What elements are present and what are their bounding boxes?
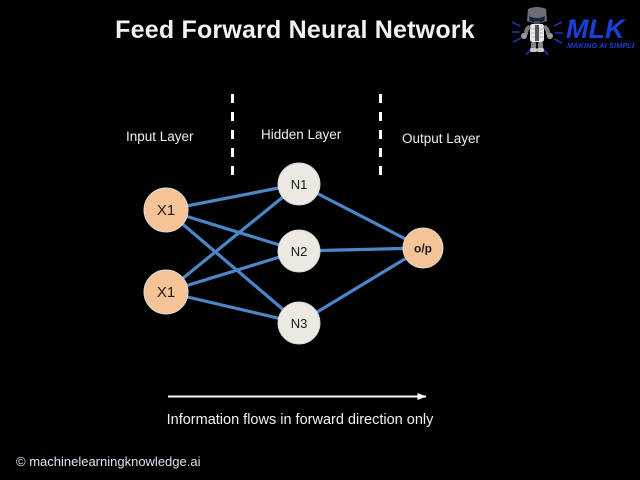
node-label-n2: N2 xyxy=(291,244,308,259)
edge-n1-out1 xyxy=(297,182,425,250)
node-out1[interactable]: o/p xyxy=(402,227,444,269)
node-circle-in2 xyxy=(143,269,189,315)
divider-hidden-output xyxy=(379,94,382,180)
flow-caption: Information flows in forward direction o… xyxy=(166,412,434,428)
node-label-in2: X1 xyxy=(157,284,175,301)
footer-copyright: © machinelearningknowledge.ai xyxy=(16,454,201,469)
edge-in2-n1 xyxy=(164,182,301,294)
edge-layer xyxy=(164,182,425,325)
node-n1[interactable]: N1 xyxy=(277,162,321,206)
logo-wordmark: MLK xyxy=(566,14,627,44)
layer-label-input: Input Layer xyxy=(126,129,194,144)
robot-mascot-icon xyxy=(521,7,553,52)
node-label-out1: o/p xyxy=(414,242,432,256)
edge-n3-out1 xyxy=(297,246,425,325)
node-circle-out1 xyxy=(402,227,444,269)
forward-flow-arrow xyxy=(168,393,427,400)
edge-in1-n1 xyxy=(164,182,301,212)
node-circle-in1 xyxy=(143,187,189,233)
node-circle-n1 xyxy=(277,162,321,206)
mlk-logo: MLK MAKING AI SIMPLE xyxy=(510,4,634,56)
edge-in1-n2 xyxy=(164,208,301,253)
edge-in1-n3 xyxy=(164,208,301,325)
node-circle-n3 xyxy=(277,301,321,345)
node-circle-n2 xyxy=(277,229,321,273)
node-n2[interactable]: N2 xyxy=(277,229,321,273)
edge-in2-n3 xyxy=(164,290,301,325)
node-label-in1: X1 xyxy=(157,202,175,219)
node-label-n3: N3 xyxy=(291,316,308,331)
page-title: Feed Forward Neural Network xyxy=(115,16,475,44)
node-in2[interactable]: X1 xyxy=(143,269,189,315)
edge-in2-n2 xyxy=(164,249,301,294)
layer-label-output: Output Layer xyxy=(402,131,481,146)
divider-input-hidden xyxy=(231,94,234,180)
node-label-n1: N1 xyxy=(291,177,308,192)
mlk-logo-icon: MLK MAKING AI SIMPLE xyxy=(511,7,634,56)
logo-tagline: MAKING AI SIMPLE xyxy=(567,41,634,50)
node-in1[interactable]: X1 xyxy=(143,187,189,233)
node-n3[interactable]: N3 xyxy=(277,301,321,345)
layer-label-hidden: Hidden Layer xyxy=(261,127,342,142)
